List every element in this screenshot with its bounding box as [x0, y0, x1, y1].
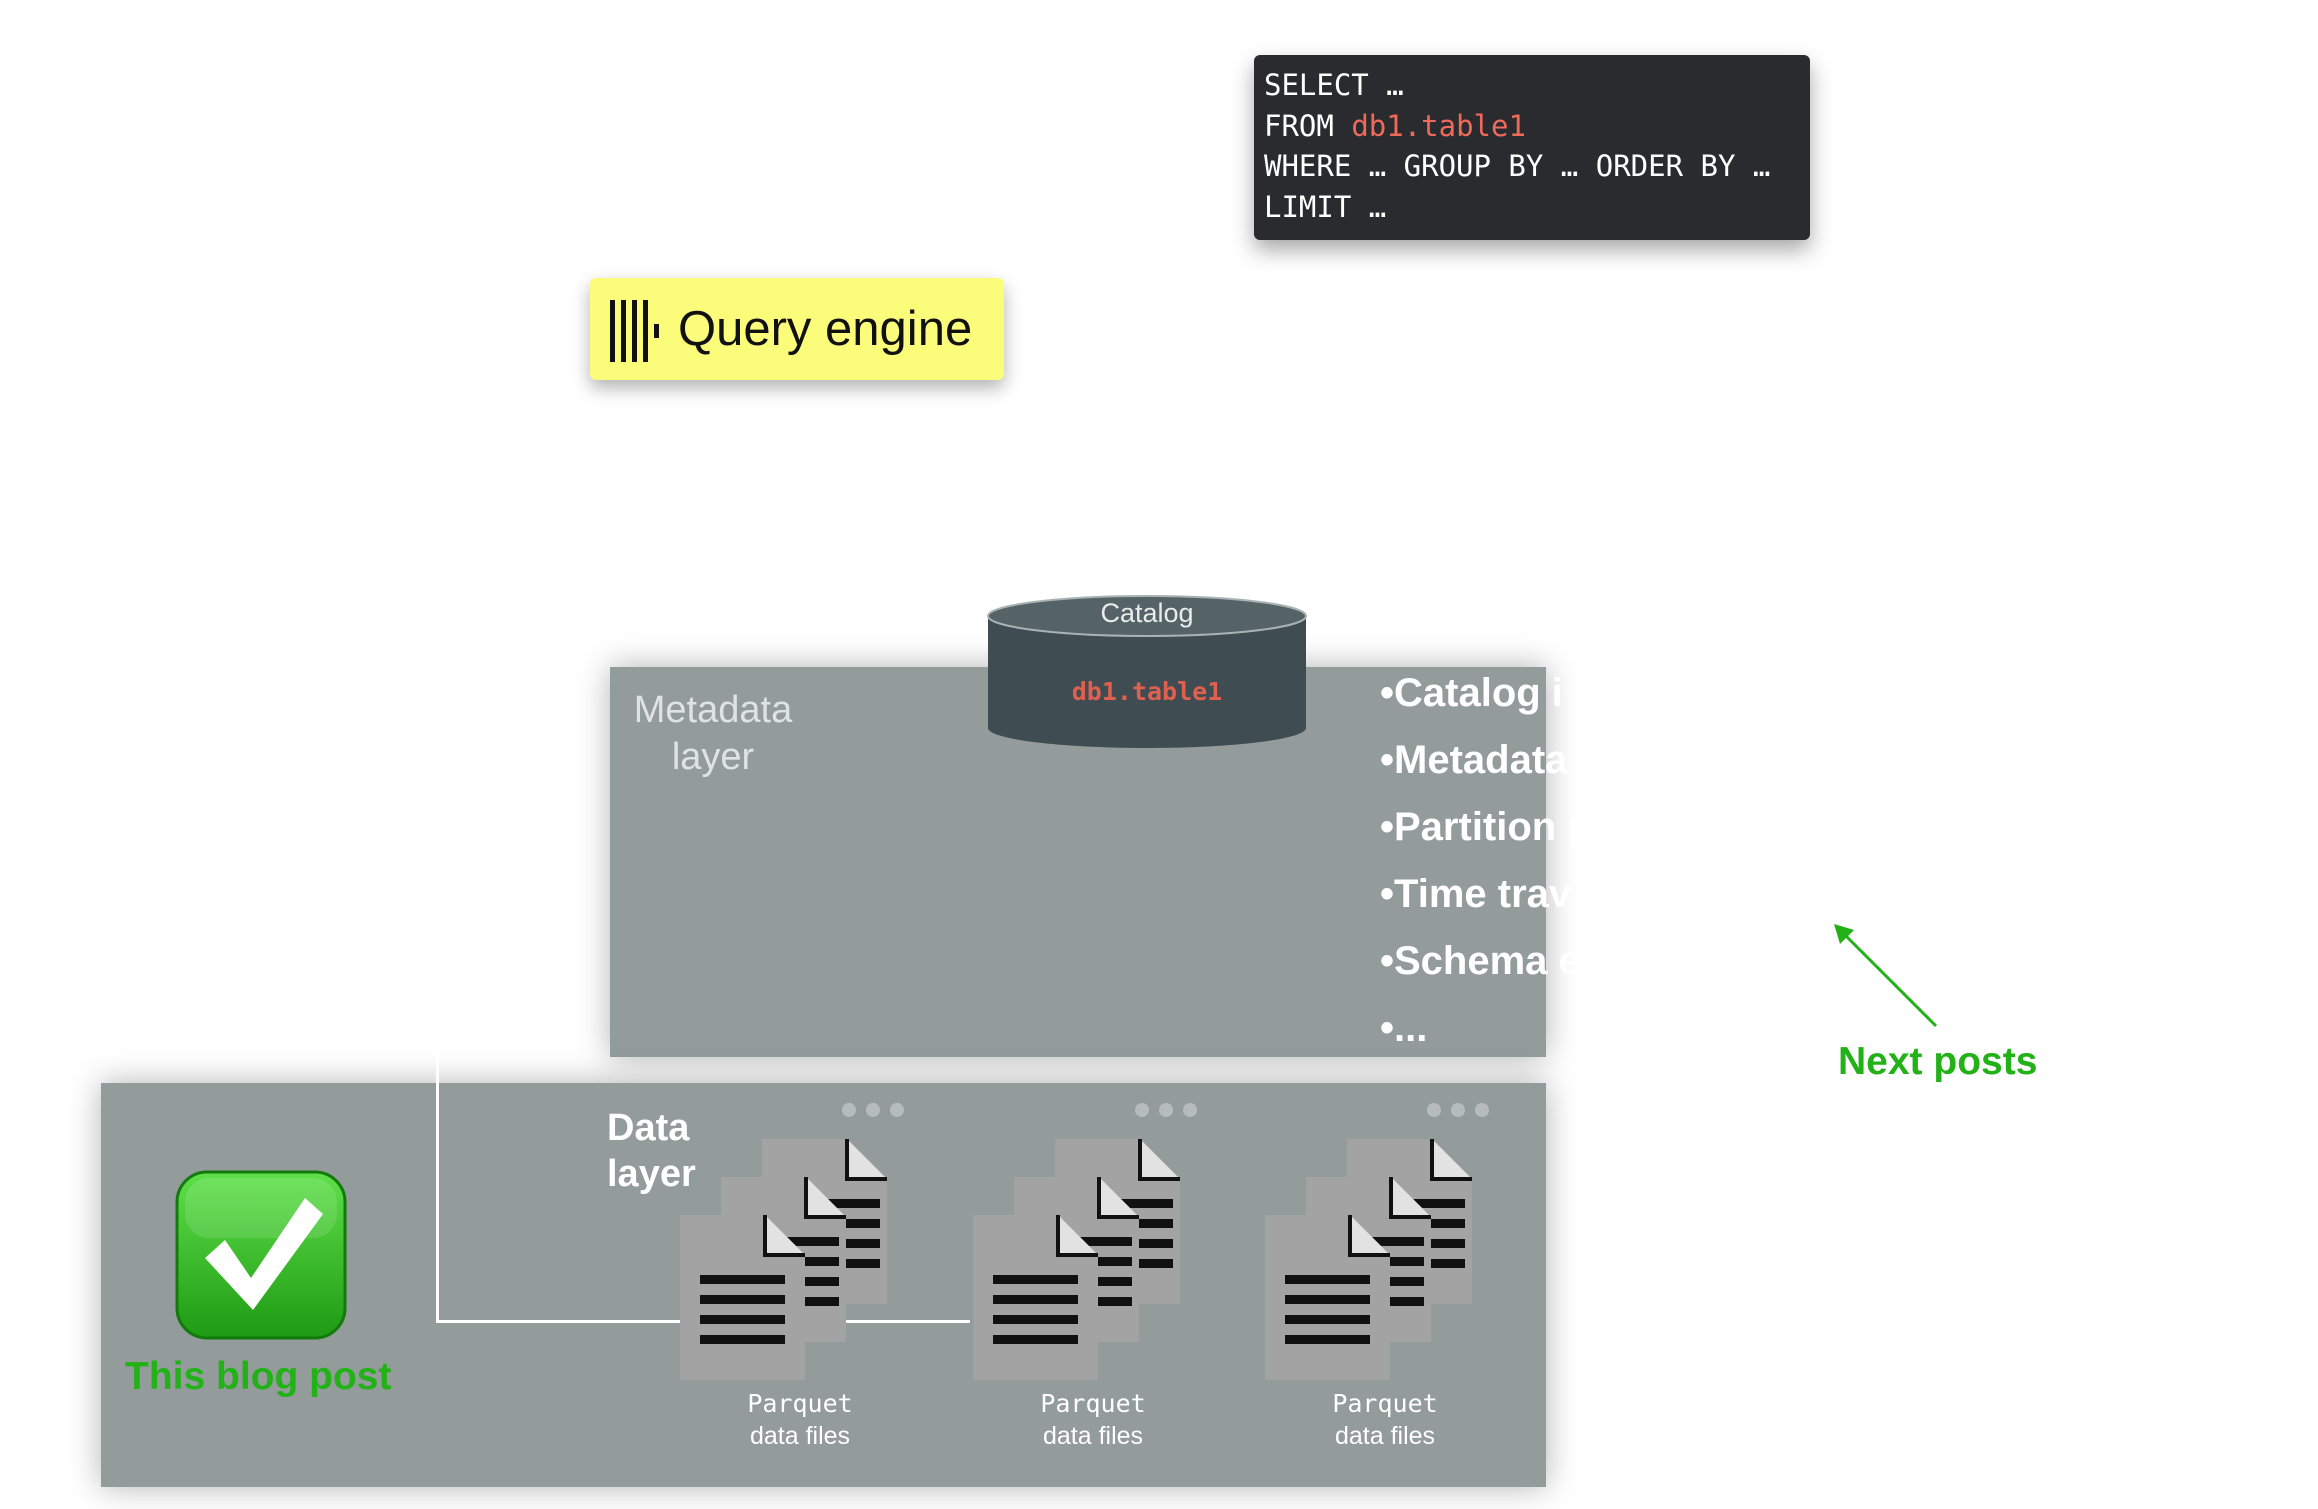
next-posts-label: Next posts	[1838, 1040, 2038, 1083]
catalog-table-name: db1.table1	[1071, 677, 1223, 706]
more-dots-icon	[1427, 1103, 1489, 1117]
metadata-label-line-1: Metadata	[633, 689, 793, 731]
catalog-label: Catalog	[1100, 598, 1194, 628]
query-engine-label: Query engine	[678, 302, 973, 356]
metadata-layer-label: Metadata layer	[608, 687, 818, 781]
clickhouse-bars-icon	[610, 300, 659, 362]
query-engine-box: Query engine	[590, 278, 1004, 380]
feature-item: •Schema e	[1380, 939, 1581, 983]
sql-line-2: FROM db1.table1	[1264, 106, 1810, 147]
more-dots-icon	[842, 1103, 904, 1117]
arrow-up-left-icon	[1834, 924, 1938, 1028]
connector-vertical-line	[436, 1040, 439, 1323]
feature-item: •Metadata	[1380, 738, 1568, 782]
caption-line-2: data files	[1042, 1422, 1144, 1450]
file-stack-icon	[973, 1139, 1180, 1380]
sql-from-keyword: FROM	[1264, 108, 1352, 143]
file-stack-icon	[680, 1139, 887, 1380]
metadata-features-list: •Catalog i •Metadata •Partition p •Time …	[1380, 660, 1595, 1060]
parquet-files-group: Parquet data files	[1255, 1102, 1515, 1462]
catalog-database-icon	[987, 595, 1307, 748]
parquet-caption: Parquet data files	[1255, 1388, 1515, 1452]
sql-line-1: SELECT …	[1264, 68, 1404, 102]
feature-item: •Partition p	[1380, 805, 1592, 849]
data-layer-label: Data layer	[607, 1105, 696, 1197]
caption-line-2: data files	[1334, 1422, 1436, 1450]
sql-line-4: LIMIT …	[1264, 189, 1387, 224]
this-blog-post-label: This blog post	[125, 1355, 392, 1398]
connector-horizontal-line	[436, 1320, 682, 1323]
feature-item: •...	[1380, 1006, 1428, 1050]
data-label-line-1: Data	[607, 1107, 690, 1149]
parquet-caption: Parquet data files	[670, 1388, 930, 1452]
file-stack-icon	[1265, 1139, 1472, 1380]
sql-table-name: db1.table1	[1351, 108, 1526, 143]
parquet-caption: Parquet data files	[963, 1388, 1223, 1452]
caption-line-1: Parquet	[747, 1389, 853, 1418]
metadata-label-line-2: layer	[671, 736, 755, 778]
connector-horizontal-line	[840, 1320, 970, 1323]
feature-item: •Catalog i	[1380, 671, 1563, 715]
data-label-line-2: layer	[607, 1153, 696, 1195]
more-dots-icon	[1135, 1103, 1197, 1117]
parquet-files-group: Parquet data files	[963, 1102, 1223, 1462]
caption-line-1: Parquet	[1040, 1389, 1146, 1418]
parquet-files-group: Parquet data files	[670, 1102, 930, 1462]
check-mark-button-icon	[175, 1170, 347, 1340]
caption-line-2: data files	[749, 1422, 851, 1450]
sql-line-3: WHERE … GROUP BY … ORDER BY …	[1264, 149, 1771, 183]
feature-item: •Time trav	[1380, 872, 1572, 916]
caption-line-1: Parquet	[1332, 1389, 1438, 1418]
